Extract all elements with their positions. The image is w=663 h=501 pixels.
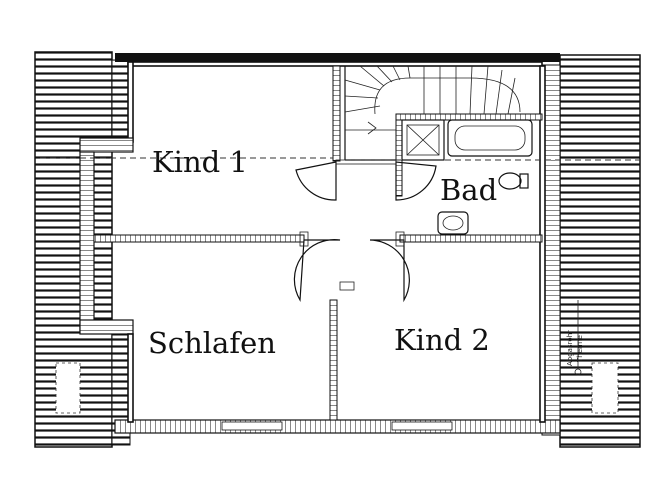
- central-doors: [293, 159, 437, 303]
- note-therme: Therme: [576, 335, 584, 363]
- room-label-kind1: Kind 1: [152, 145, 248, 179]
- roof-window-left: [55, 362, 81, 414]
- roof-right: [541, 54, 641, 448]
- shower: [401, 119, 445, 161]
- note-abgasrohr: Abgasrohr: [566, 330, 574, 366]
- staircase: [344, 65, 521, 161]
- room-label-bad: Bad: [440, 173, 497, 207]
- room-label-kind2: Kind 2: [394, 323, 490, 357]
- room-label-schlafen: Schlafen: [148, 326, 276, 360]
- washbasin: [437, 211, 469, 235]
- roof-window-right: [591, 362, 619, 414]
- top-beam: [115, 53, 560, 62]
- bathtub: [447, 119, 533, 157]
- flue-marker: [574, 300, 582, 376]
- toilet: [498, 172, 529, 190]
